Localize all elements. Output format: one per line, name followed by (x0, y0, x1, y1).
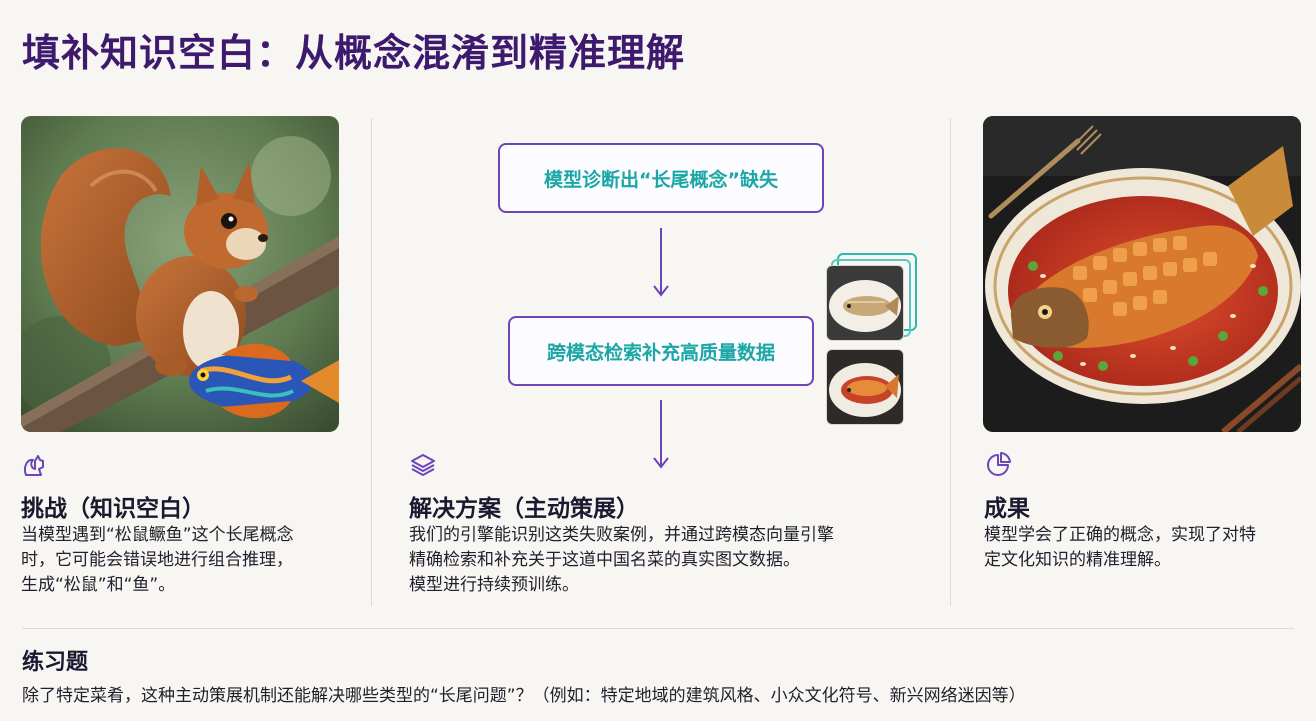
page-title: 填补知识空白：从概念混淆到精准理解 (22, 31, 686, 75)
exercise-heading: 练习题 (22, 650, 89, 675)
column-divider-right (950, 118, 951, 606)
flow-step-retrieve: 跨模态检索补充高质量数据 (508, 316, 814, 386)
challenge-description: 当模型遇到“松鼠鳜鱼”这个长尾概念 时，它可能会错误地进行组合推理， 生成“松鼠… (21, 523, 361, 598)
squirrel-icon (23, 455, 44, 476)
fish-thumbnail-image (826, 349, 904, 425)
squirrel-mandarin-fish-dish-image (983, 116, 1301, 432)
column-divider-left (371, 118, 372, 606)
flow-step-diagnose: 模型诊断出“长尾概念”缺失 (498, 143, 824, 213)
solution-line: 精确检索和补充关于这道中国名菜的真实图文数据。 (409, 550, 800, 570)
squirrel-fish-image (21, 116, 339, 432)
down-arrow-icon (653, 400, 669, 469)
challenge-line: 时，它可能会错误地进行组合推理， (21, 550, 293, 570)
result-heading: 成果 (984, 496, 1030, 522)
challenge-line: 生成“松鼠”和“鱼”。 (21, 575, 176, 595)
challenge-line: 当模型遇到“松鼠鳜鱼”这个长尾概念 (21, 525, 294, 545)
exercise-question: 除了特定菜肴，这种主动策展机制还能解决哪些类型的“长尾问题”？（例如：特定地域的… (22, 686, 1026, 706)
down-arrow-icon (653, 228, 669, 297)
result-line: 模型学会了正确的概念，实现了对特 (984, 525, 1256, 545)
layers-icon (411, 454, 435, 476)
fish-thumbnail-image (826, 265, 904, 341)
solution-heading: 解决方案（主动策展） (409, 496, 639, 522)
section-divider (22, 628, 1294, 629)
result-line: 定文化知识的精准理解。 (984, 550, 1171, 570)
solution-description: 我们的引擎能识别这类失败案例，并通过跨模态向量引擎 精确检索和补充关于这道中国名… (409, 523, 945, 598)
solution-line: 模型进行持续预训练。 (409, 575, 579, 595)
result-description: 模型学会了正确的概念，实现了对特 定文化知识的精准理解。 (984, 523, 1304, 573)
solution-line: 我们的引擎能识别这类失败案例，并通过跨模态向量引擎 (409, 525, 834, 545)
challenge-heading: 挑战（知识空白） (21, 496, 205, 522)
pie-chart-icon (987, 452, 1011, 476)
